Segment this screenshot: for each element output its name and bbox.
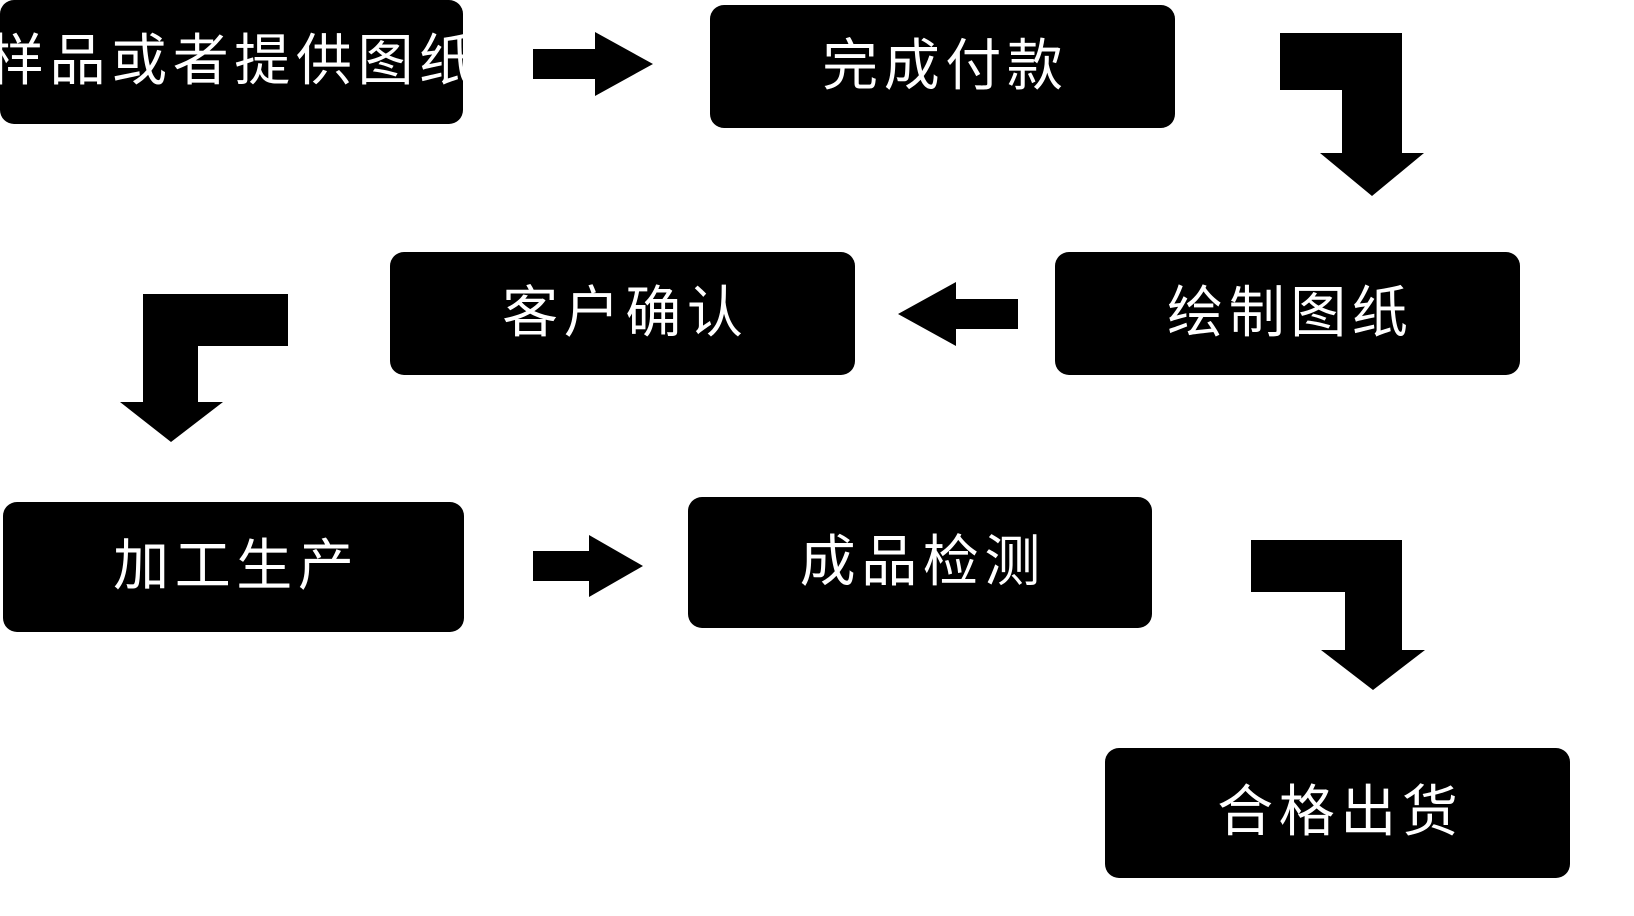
- arrow-left-icon: [898, 282, 1018, 346]
- arrow-right-icon: [533, 535, 643, 597]
- flow-node-label: 绘制图纸: [1167, 280, 1414, 346]
- arrow-elbow-right-down-icon: [1245, 540, 1425, 690]
- flow-node-label: 样品或者提供图纸: [0, 29, 481, 94]
- flow-node-sample-or-drawing[interactable]: 样品或者提供图纸: [0, 0, 475, 124]
- flow-node-qualified-shipment[interactable]: 合格出货: [1105, 748, 1570, 878]
- flow-node-draw-drawing[interactable]: 绘制图纸: [1055, 252, 1520, 375]
- flow-node-label: 合格出货: [1217, 780, 1464, 845]
- flow-node-label: 加工生产: [113, 534, 360, 599]
- flow-node-production[interactable]: 加工生产: [3, 502, 464, 632]
- arrow-elbow-left-down-icon: [120, 294, 288, 442]
- arrow-right-icon: [533, 32, 653, 96]
- arrow-elbow-right-down-icon: [1227, 33, 1424, 196]
- flow-node-label: 客户确认: [502, 280, 749, 346]
- flow-node-customer-confirm[interactable]: 客户确认: [390, 252, 855, 375]
- flow-node-label: 完成付款: [822, 33, 1069, 99]
- flow-node-final-inspection[interactable]: 成品检测: [688, 497, 1152, 628]
- flow-node-label: 成品检测: [799, 529, 1046, 595]
- flow-node-complete-payment[interactable]: 完成付款: [710, 5, 1175, 128]
